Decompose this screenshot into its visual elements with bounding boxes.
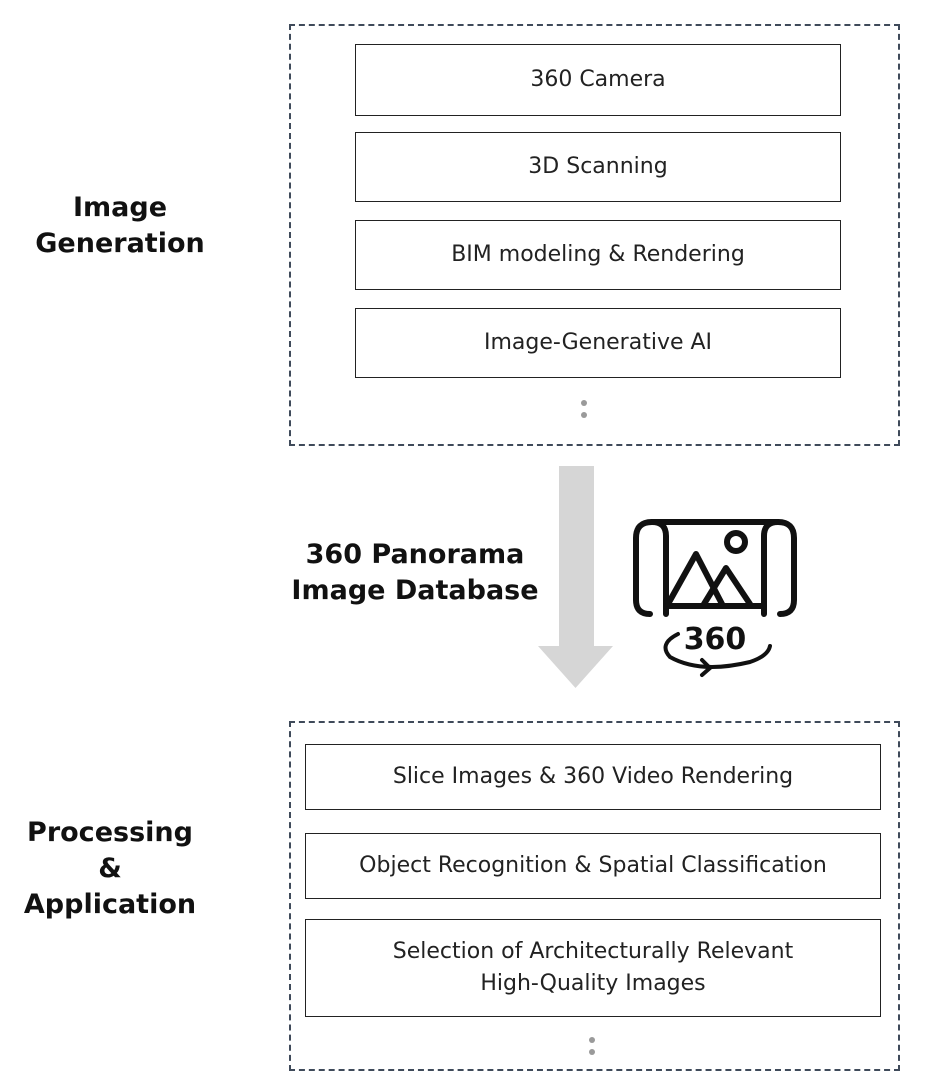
- label-line: &: [98, 853, 122, 884]
- step-3d-scanning: 3D Scanning: [355, 132, 841, 202]
- image-generation-group: [289, 24, 900, 446]
- label-line: Generation: [35, 228, 205, 259]
- step-selection-images: Selection of Architecturally Relevant Hi…: [305, 919, 881, 1017]
- step-slice-images: Slice Images & 360 Video Rendering: [305, 744, 881, 810]
- step-360-camera: 360 Camera: [355, 44, 841, 116]
- step-label-line: High-Quality Images: [480, 971, 706, 996]
- more-items-ellipsis: [589, 1037, 595, 1061]
- down-arrow: [538, 466, 613, 688]
- label-line: Image: [72, 192, 168, 223]
- step-image-generative-ai: Image-Generative AI: [355, 308, 841, 378]
- label-line: 360 Panorama: [305, 539, 525, 570]
- database-label: 360 Panorama Image Database: [265, 537, 565, 609]
- label-line: Processing: [27, 817, 193, 848]
- step-bim-modeling: BIM modeling & Rendering: [355, 220, 841, 290]
- label-line: Application: [23, 889, 197, 920]
- step-label: Object Recognition & Spatial Classificat…: [359, 853, 827, 878]
- image-generation-label: Image Generation: [30, 190, 210, 262]
- step-label: 360 Camera: [530, 67, 666, 92]
- panorama-360-icon: 360: [633, 519, 797, 677]
- processing-application-label: Processing & Application: [10, 815, 210, 923]
- step-label: Image-Generative AI: [483, 330, 713, 355]
- step-label: 3D Scanning: [528, 154, 668, 179]
- step-label: Slice Images & 360 Video Rendering: [392, 764, 794, 789]
- panorama-360-text: 360: [684, 622, 747, 657]
- more-items-ellipsis: [581, 400, 587, 424]
- processing-application-group: [289, 721, 900, 1071]
- step-object-recognition: Object Recognition & Spatial Classificat…: [305, 833, 881, 899]
- step-label: BIM modeling & Rendering: [451, 242, 745, 267]
- step-label-line: Selection of Architecturally Relevant: [392, 939, 794, 964]
- label-line: Image Database: [291, 575, 539, 606]
